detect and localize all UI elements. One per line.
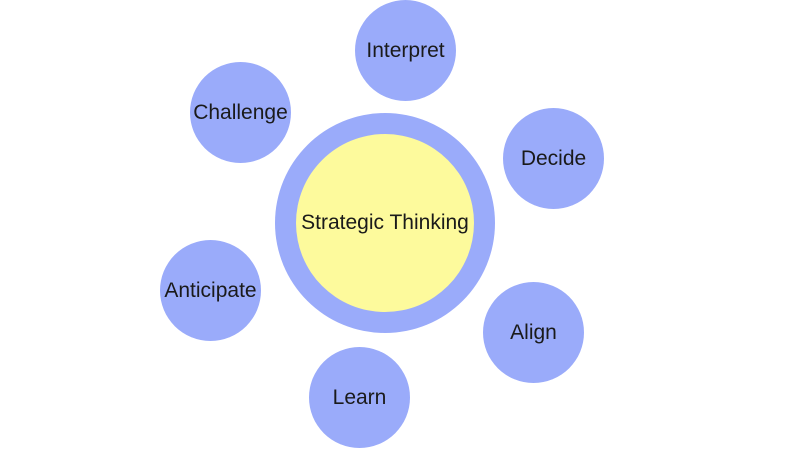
node-anticipate: Anticipate — [160, 240, 261, 341]
node-challenge: Challenge — [190, 62, 291, 163]
node-learn: Learn — [309, 347, 410, 448]
node-label: Align — [510, 320, 557, 344]
node-align: Align — [483, 282, 584, 383]
node-decide: Decide — [503, 108, 604, 209]
node-label: Learn — [332, 385, 387, 409]
center-label: Strategic Thinking — [301, 211, 469, 234]
node-label: Decide — [520, 146, 587, 170]
node-label: Anticipate — [164, 278, 257, 302]
node-label: Challenge — [193, 100, 288, 124]
node-interpret: Interpret — [355, 0, 456, 101]
node-label: Interpret — [366, 38, 445, 62]
center-node: Strategic Thinking — [296, 134, 474, 312]
